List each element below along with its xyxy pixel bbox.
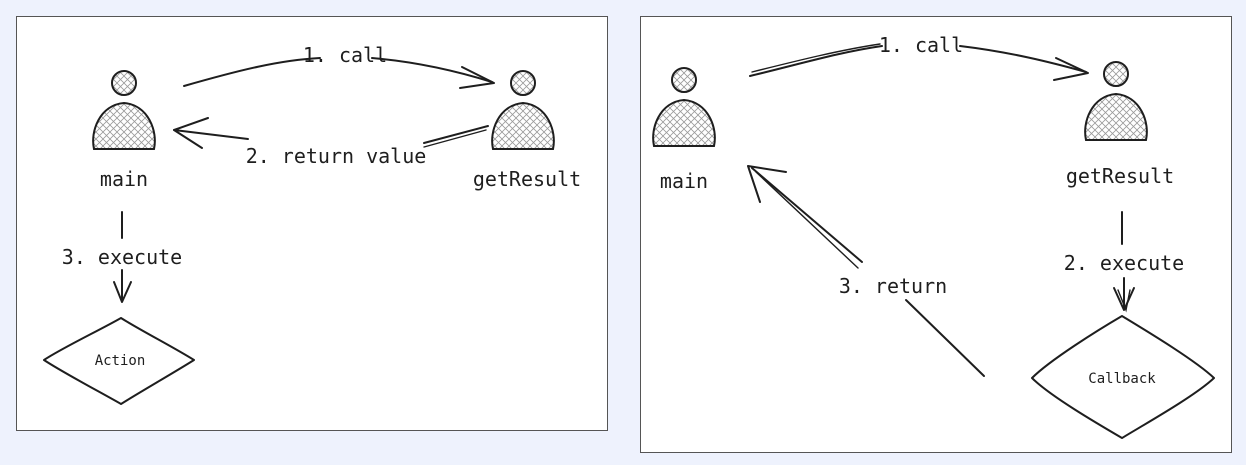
left-edge-return-value: 2. return value <box>173 117 489 168</box>
left-node-action: Action <box>43 317 195 405</box>
left-actor-main-label: main <box>100 167 148 191</box>
person-icon <box>652 67 716 147</box>
right-actor-getresult-label: getResult <box>1066 164 1174 188</box>
left-edge-execute: 3. execute <box>62 211 182 303</box>
right-actor-main: main <box>652 67 716 193</box>
right-diagram: main getResult 1. call 2. execute <box>652 33 1215 439</box>
left-actor-main: main <box>92 70 156 191</box>
right-actor-getresult: getResult <box>1066 61 1174 188</box>
left-actor-getresult: getResult <box>473 70 581 191</box>
right-edge-call: 1. call <box>749 33 1089 81</box>
right-edge-return-label: 3. return <box>839 274 947 298</box>
left-edge-return-value-label: 2. return value <box>246 144 427 168</box>
person-icon <box>92 70 156 150</box>
person-icon <box>491 70 555 150</box>
person-icon <box>1084 61 1148 141</box>
left-edge-call-label: 1. call <box>303 43 387 67</box>
right-node-callback: Callback <box>1031 315 1215 439</box>
left-node-action-label: Action <box>95 353 146 369</box>
left-edge-call: 1. call <box>183 43 495 89</box>
right-actor-main-label: main <box>660 169 708 193</box>
right-diagram-panel <box>640 16 1232 453</box>
left-actor-getresult-label: getResult <box>473 167 581 191</box>
right-edge-return: 3. return <box>747 165 985 377</box>
right-edge-execute: 2. execute <box>1064 211 1184 313</box>
right-edge-execute-label: 2. execute <box>1064 251 1184 275</box>
left-edge-execute-label: 3. execute <box>62 245 182 269</box>
right-edge-call-label: 1. call <box>879 33 963 57</box>
left-diagram: main getResult 1. call 2. return value <box>43 43 581 405</box>
right-node-callback-label: Callback <box>1088 371 1156 387</box>
